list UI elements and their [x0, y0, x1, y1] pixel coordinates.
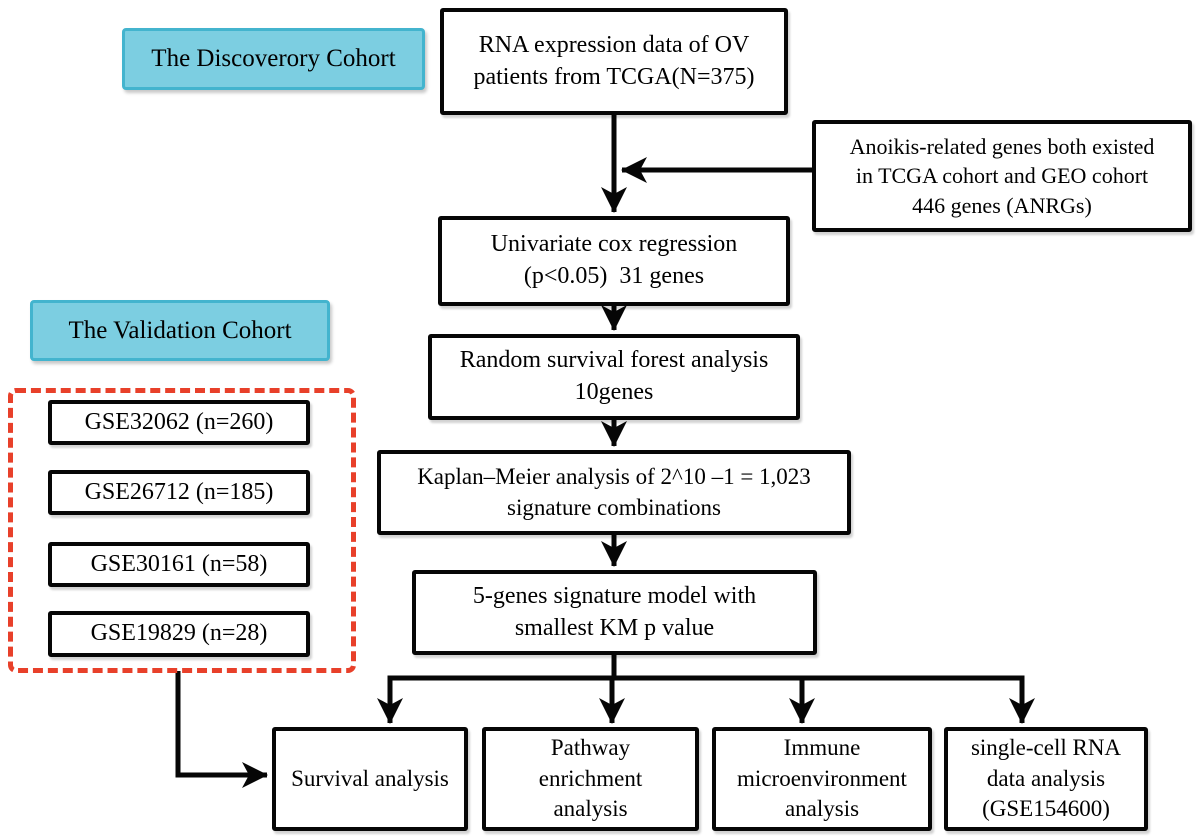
box-text-line: Pathway: [550, 735, 631, 761]
box-text-line: (GSE154600): [982, 796, 1110, 822]
single-cell-rna-box: single-cell RNA data analysis (GSE154600…: [944, 727, 1148, 831]
discovery-cohort-label: The Discoverory Cohort: [122, 28, 425, 90]
box-text-line: microenvironment: [737, 765, 907, 791]
box-text-line: Univariate cox regression: [490, 231, 738, 258]
box-text-line: Random survival forest analysis: [459, 347, 769, 374]
box-text-line: Anoikis-related genes both existed: [849, 134, 1155, 160]
rna-expression-box: RNA expression data of OV patients from …: [440, 8, 788, 115]
box-text-line: GSE19829 (n=28): [90, 620, 268, 647]
box-text-line: smallest KM p value: [514, 614, 715, 641]
box-text-line: in TCGA cohort and GEO cohort: [855, 163, 1149, 189]
box-text-line: GSE26712 (n=185): [84, 478, 274, 505]
anoikis-genes-box: Anoikis-related genes both existed in TC…: [812, 120, 1192, 232]
box-text-line: signature combinations: [507, 494, 721, 520]
arrow-validation-to-survival: [175, 671, 268, 788]
box-text-line: Survival analysis: [291, 765, 449, 791]
gse-dataset-box: GSE30161 (n=58): [48, 542, 310, 587]
box-text-line: Kaplan–Meier analysis of 2^10 –1 = 1,023: [417, 464, 811, 490]
validation-datasets-outline: [8, 388, 356, 673]
gse-dataset-box: GSE19829 (n=28): [48, 611, 310, 657]
five-gene-model-box: 5-genes signature model with smallest KM…: [412, 570, 817, 655]
box-text-line: (p<0.05) 31 genes: [523, 263, 705, 289]
box-text-line: GSE30161 (n=58): [90, 550, 268, 577]
box-text-line: 10genes: [574, 379, 654, 405]
box-text-line: 5-genes signature model with: [472, 582, 757, 609]
random-survival-forest-box: Random survival forest analysis 10genes: [428, 334, 800, 420]
box-text-line: single-cell RNA: [970, 735, 1122, 761]
box-text-line: analysis: [784, 796, 860, 822]
pathway-enrichment-box: Pathway enrichment analysis: [482, 727, 699, 831]
survival-analysis-box: Survival analysis: [272, 727, 468, 831]
univariate-cox-box: Univariate cox regression (p<0.05) 31 ge…: [438, 216, 790, 306]
box-text-line: enrichment: [538, 765, 643, 791]
box-text-line: analysis: [553, 796, 628, 822]
immune-microenvironment-box: Immune microenvironment analysis: [712, 727, 932, 831]
box-text-line: Immune: [783, 735, 861, 761]
box-text-line: 446 genes (ANRGs): [912, 192, 1092, 218]
box-text-line: patients from TCGA(N=375): [473, 63, 755, 90]
box-text-line: RNA expression data of OV: [478, 31, 750, 58]
kaplan-meier-box: Kaplan–Meier analysis of 2^10 –1 = 1,023…: [377, 450, 851, 535]
gse-dataset-box: GSE32062 (n=260): [48, 400, 310, 445]
box-text-line: data analysis: [986, 765, 1106, 791]
box-text-line: GSE32062 (n=260): [84, 408, 274, 435]
gse-dataset-box: GSE26712 (n=185): [48, 470, 310, 515]
validation-cohort-label: The Validation Cohort: [30, 300, 330, 361]
